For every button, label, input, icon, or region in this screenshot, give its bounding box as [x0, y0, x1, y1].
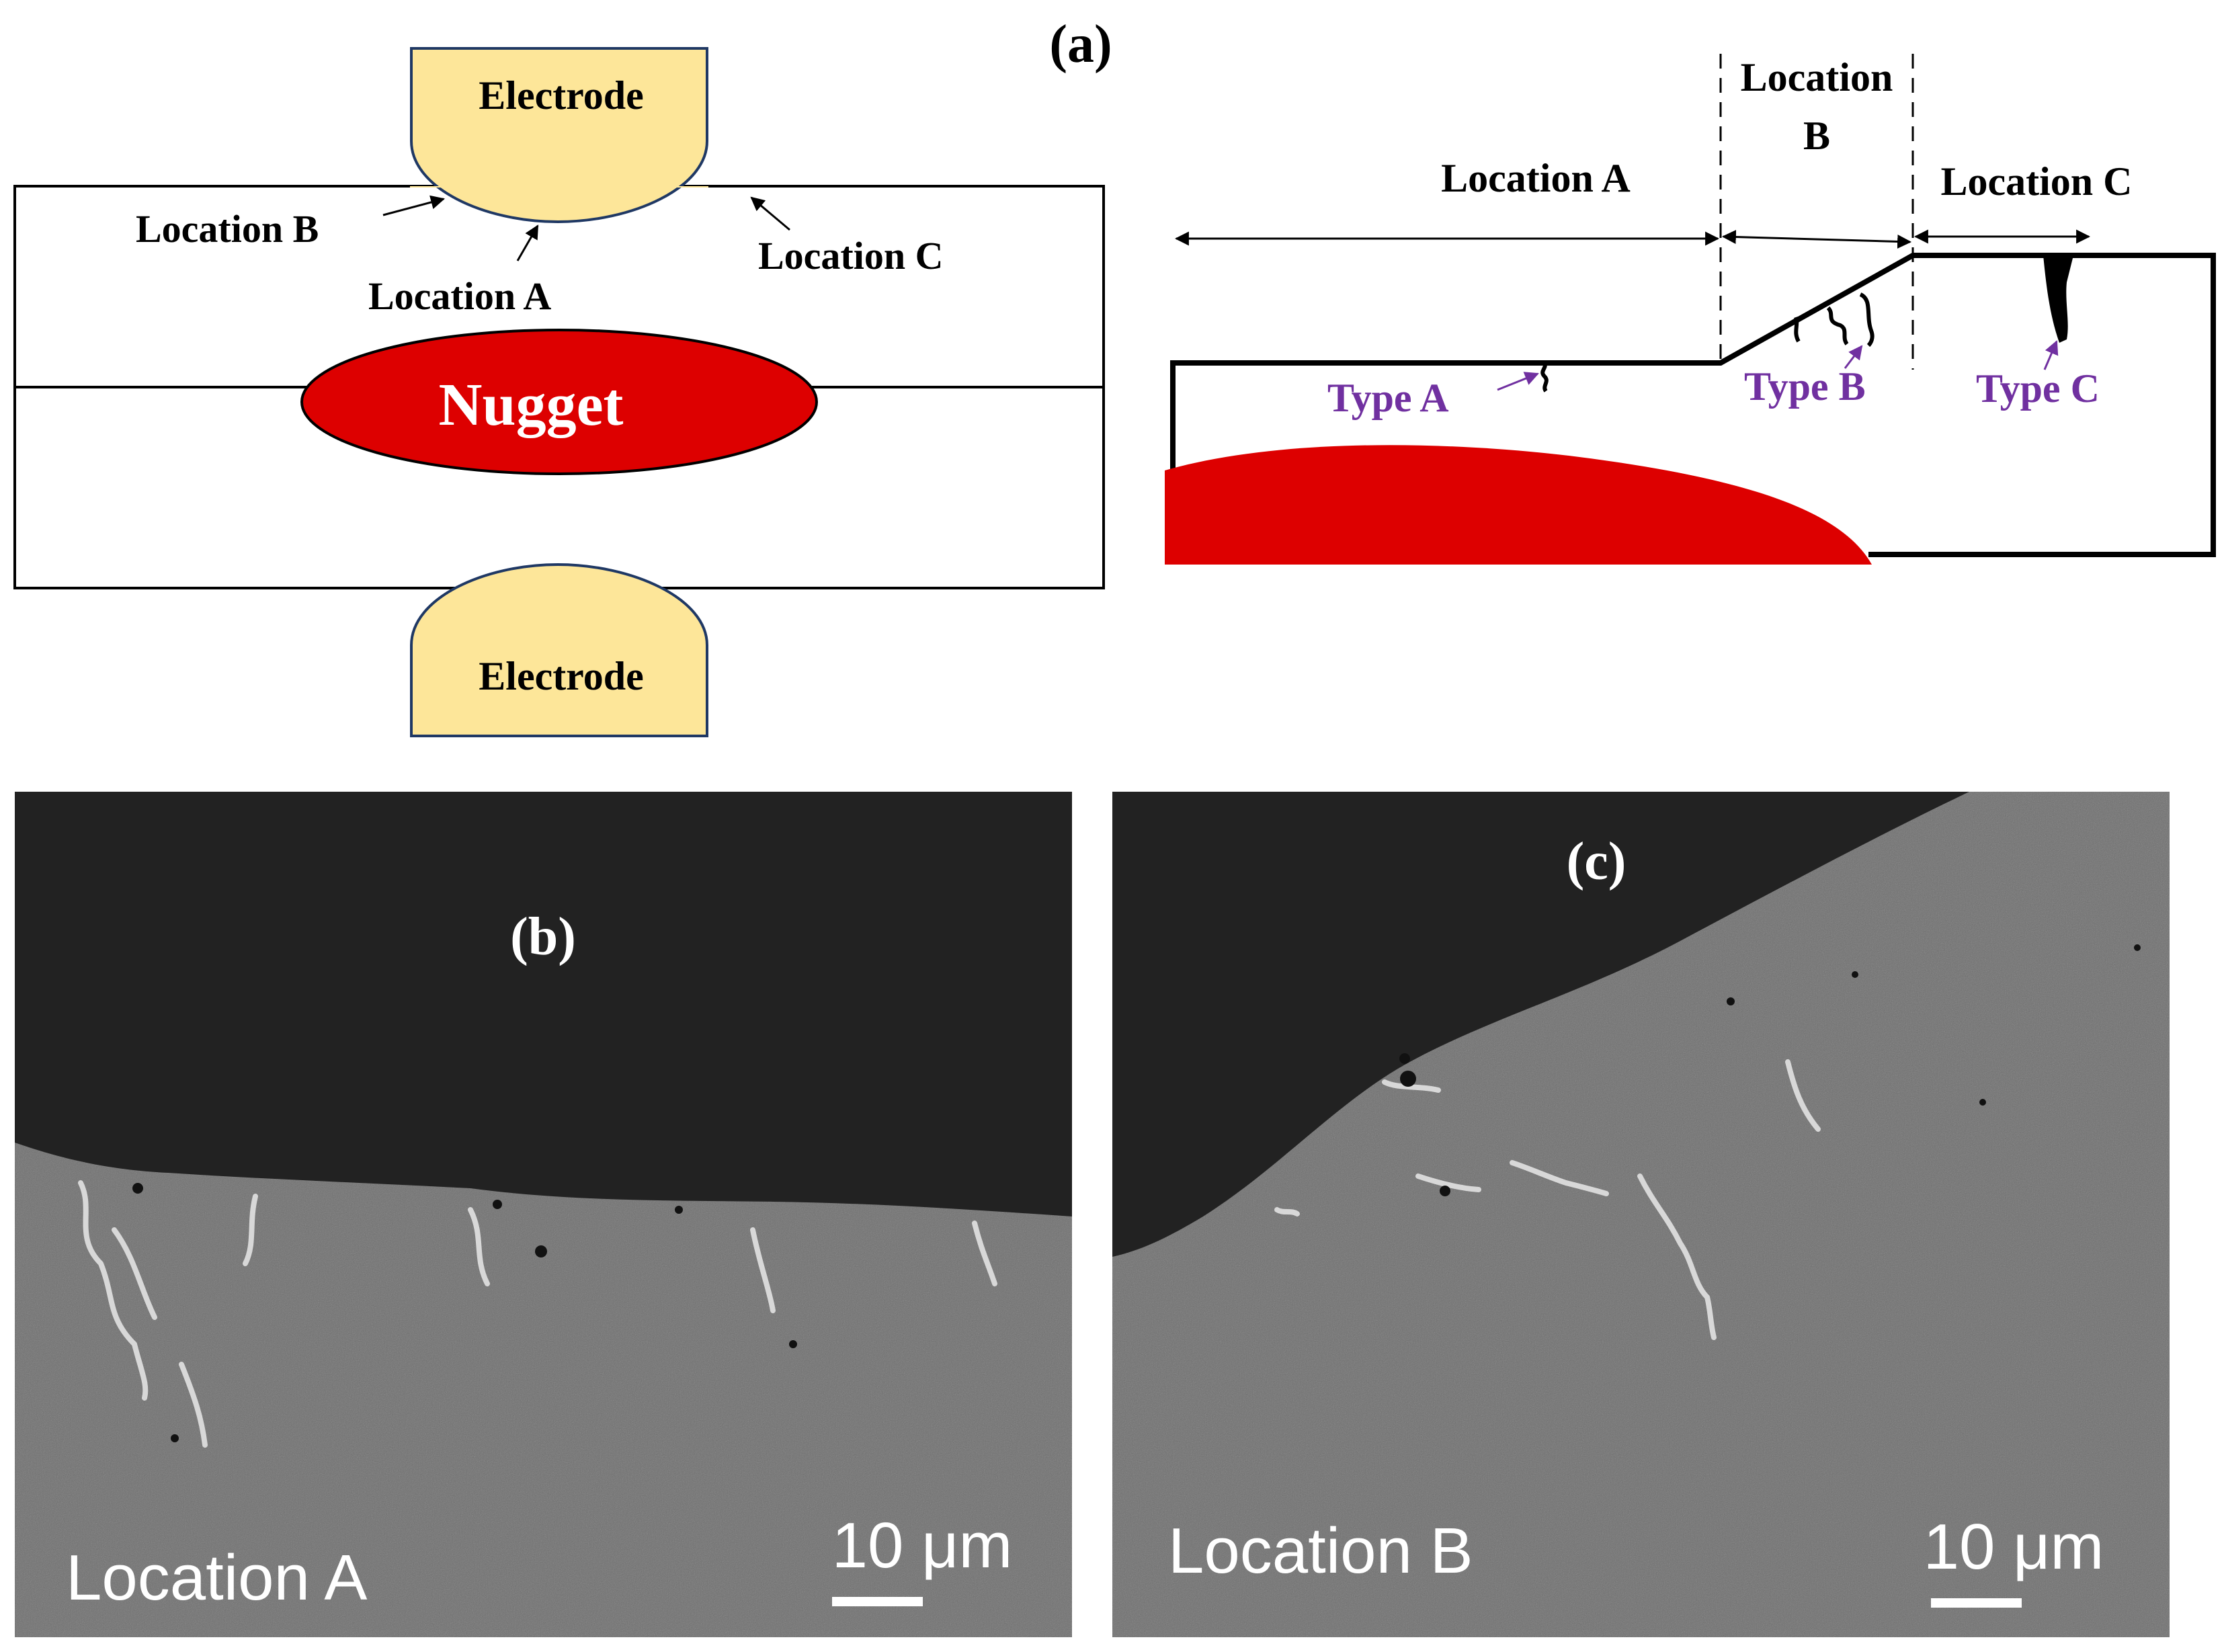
type-a-label: Type A	[1327, 376, 1449, 420]
micrograph-c-void	[1112, 792, 1969, 1257]
type-b-crack-3	[1859, 292, 1875, 347]
cross-section-location-b-line2: B	[1803, 114, 1830, 158]
type-b-crack-1	[1794, 317, 1801, 343]
type-a-crack	[1540, 362, 1549, 393]
micrograph-b-pores	[132, 1183, 797, 1442]
micrograph-c-crack-network	[1274, 1059, 1821, 1340]
location-a-arrow	[516, 224, 539, 261]
spot-weld-schematic: Electrode Electrode Nugget Location B Lo…	[13, 47, 1105, 737]
bottom-electrode	[410, 563, 708, 737]
cross-section-location-c-label: Location C	[1941, 159, 2133, 204]
bottom-electrode-label: Electrode	[479, 654, 643, 698]
schematic-location-a-label: Location A	[368, 274, 551, 318]
micrograph-b-void	[15, 792, 1072, 1216]
panel-b-scale-bar	[832, 1597, 923, 1606]
panel-c-scale-bar	[1931, 1598, 2022, 1608]
cross-section-nugget	[1165, 445, 1872, 565]
panel-a-label: (a)	[1049, 15, 1112, 74]
type-a-arrow	[1497, 372, 1539, 391]
micrograph-b: (b) Location A 10 μm	[15, 792, 1072, 1637]
top-electrode-label: Electrode	[479, 73, 643, 118]
schematic-location-b-label: Location B	[136, 207, 319, 251]
top-electrode	[410, 47, 708, 224]
panel-b-scale-text: 10 μm	[832, 1510, 1013, 1581]
type-c-arrow	[2043, 340, 2059, 370]
panel-c-scale-text: 10 μm	[1924, 1511, 2104, 1583]
location-c-arrow	[750, 196, 790, 231]
type-c-crack	[2043, 255, 2073, 343]
panel-b-label: (b)	[510, 907, 576, 966]
micrograph-c: (c) Location B 10 μm	[1112, 792, 2170, 1637]
cross-section-location-b-line1: Location	[1741, 55, 1893, 99]
nugget-label: Nugget	[439, 372, 624, 438]
type-b-arrow	[1844, 345, 1863, 369]
micrograph-c-pores	[1399, 944, 2141, 1196]
panel-c-label: (c)	[1567, 832, 1626, 891]
schematic-location-c-label: Location C	[758, 234, 944, 278]
nugget	[300, 329, 818, 475]
micrograph-b-crack-network	[78, 1180, 997, 1448]
type-b-label: Type B	[1744, 364, 1866, 409]
location-b-arrow	[382, 195, 446, 216]
type-b-crack-2	[1826, 306, 1849, 345]
type-c-label: Type C	[1976, 366, 2100, 411]
location-b-span-arrow	[1721, 230, 1912, 249]
cross-section-location-a-label: Location A	[1441, 156, 1631, 200]
panel-c-location: Location B	[1168, 1515, 1473, 1587]
crack-location-cross-section: Location A Location B Location C Type A …	[1165, 54, 2216, 565]
panel-b-location: Location A	[66, 1542, 367, 1614]
